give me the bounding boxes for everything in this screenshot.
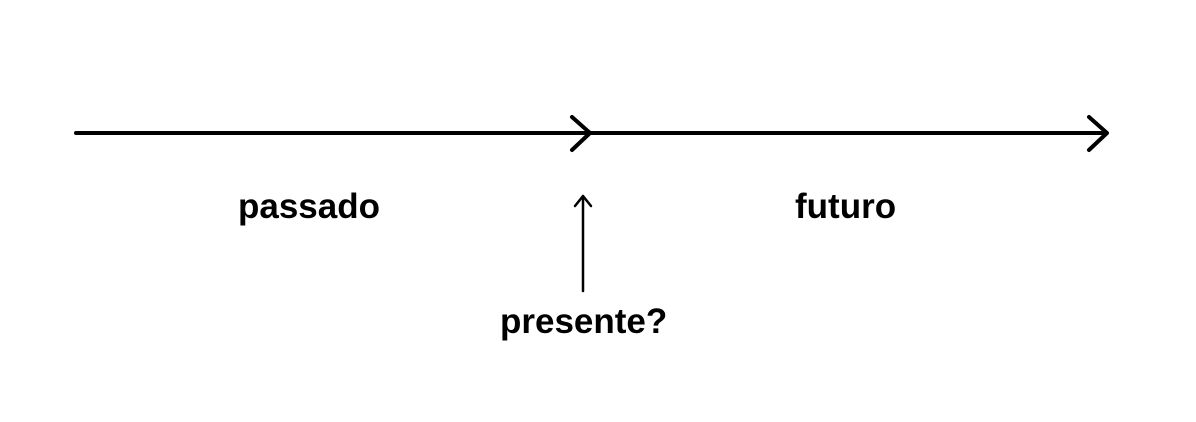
future-label: futuro (795, 187, 897, 226)
past-arrowhead (570, 115, 592, 152)
present-label: presente? (500, 302, 668, 341)
present-pointer-arrowhead (573, 194, 593, 208)
future-arrowhead (1087, 115, 1109, 152)
past-label: passado (238, 187, 380, 226)
